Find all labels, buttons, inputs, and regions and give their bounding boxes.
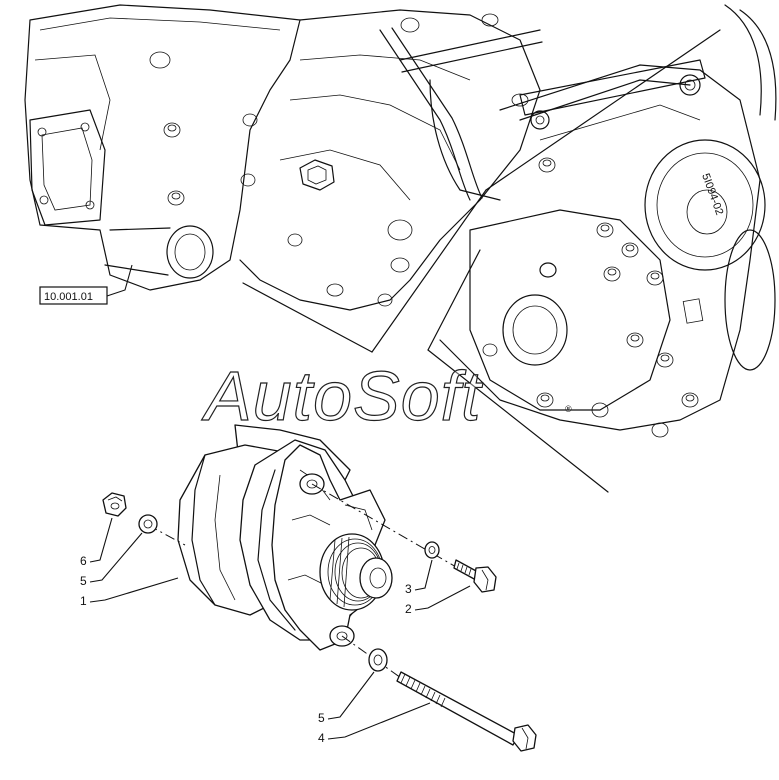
washer-part-upper	[138, 514, 158, 534]
svg-text:1: 1	[80, 594, 87, 608]
reference-label: 10.001.01	[44, 291, 93, 303]
engine-block-illustration: 5I094-02	[24, 4, 777, 493]
callout-1: 1	[80, 577, 179, 608]
svg-text:6: 6	[80, 554, 87, 568]
short-bolt-part	[453, 559, 497, 593]
watermark-registered-mark: ®	[565, 404, 572, 414]
hex-nut-part	[102, 492, 127, 517]
svg-text:5: 5	[318, 711, 325, 725]
callout-6: 6	[80, 517, 113, 568]
svg-text:2: 2	[405, 602, 412, 616]
washer-part-small	[424, 541, 440, 559]
callout-3: 3	[405, 559, 433, 596]
callout-5-lower: 5	[318, 671, 375, 725]
alternator	[177, 424, 393, 651]
long-bolt-part	[396, 671, 537, 752]
reference-label-box: 10.001.01	[39, 264, 133, 305]
svg-text:4: 4	[318, 731, 325, 745]
washer-part-lower	[368, 648, 388, 672]
callout-4: 4	[318, 702, 431, 745]
callout-2: 2	[405, 585, 471, 616]
callout-5-upper: 5	[80, 532, 143, 588]
svg-text:3: 3	[405, 582, 412, 596]
svg-text:5: 5	[80, 574, 87, 588]
watermark-text: AutoSoft	[201, 357, 483, 435]
pulley-marking: 5I094-02	[699, 172, 725, 217]
